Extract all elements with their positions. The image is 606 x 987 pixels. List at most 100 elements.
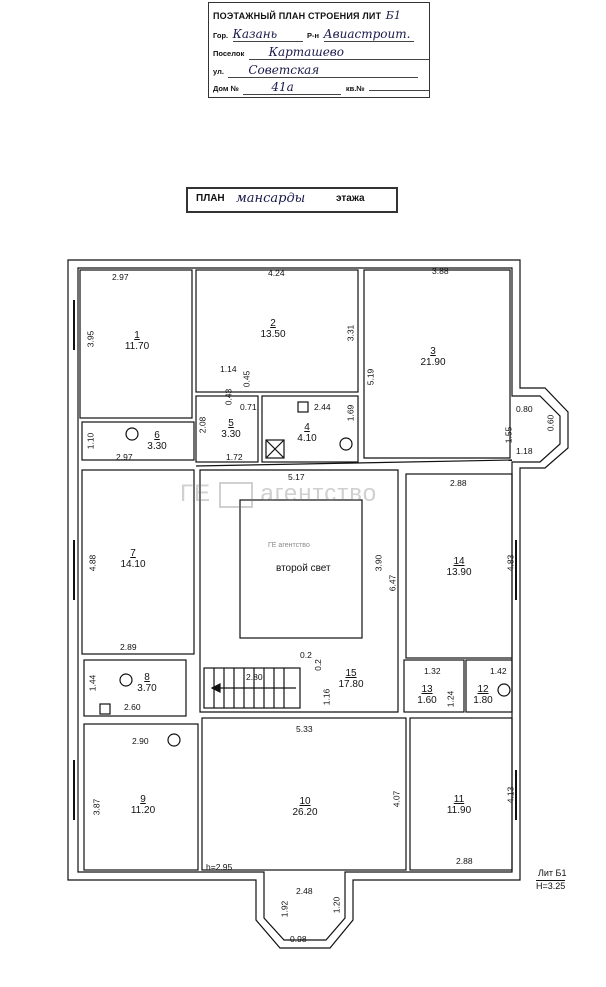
room-9-area: 11.20 <box>130 805 156 816</box>
stamp-street-value: Советская <box>228 63 419 78</box>
dim-label: 1.24 <box>445 690 456 708</box>
dim-label: 4.13 <box>505 786 516 804</box>
dim-label: 3.90 <box>373 554 384 572</box>
room-15-area: 17.80 <box>338 679 364 690</box>
stairs <box>203 667 301 709</box>
height-note: Н=3.25 <box>536 880 566 891</box>
room-3-number: 3 <box>430 346 436 357</box>
dim-label: 4.24 <box>268 268 285 278</box>
dim-label: 1.10 <box>85 432 96 450</box>
dim-label: 0.45 <box>241 370 252 388</box>
watermark-large: ГЕ агентство <box>180 480 377 508</box>
room-7-label: 7 14.10 <box>118 548 148 570</box>
stamp-house-value: 41а <box>243 80 342 95</box>
room-4-outline <box>261 395 359 463</box>
stamp-house-row: Дом № 41а кв.№ <box>213 78 430 95</box>
room-9-label: 9 11.20 <box>128 794 158 816</box>
room-6-outline <box>81 421 195 461</box>
room-8-label: 8 3.70 <box>132 672 162 694</box>
room-11-number: 11 <box>453 794 465 805</box>
watermark-large-prefix: ГЕ <box>180 480 212 507</box>
dim-label: 1.14 <box>220 364 237 374</box>
dim-label: 2.44 <box>314 402 331 412</box>
room-5-label: 5 3.30 <box>216 418 246 440</box>
room-4-area: 4.10 <box>297 433 317 444</box>
dim-label: 2.60 <box>124 702 141 712</box>
dim-label: 3.95 <box>85 330 96 348</box>
dim-label: 2.97 <box>112 272 129 282</box>
outer-wall-inner <box>77 267 561 941</box>
dim-label: h=2.95 <box>206 862 233 872</box>
hall-15-outline <box>199 469 399 713</box>
sink-icon <box>297 401 309 413</box>
room-3-label: 3 21.90 <box>418 346 448 368</box>
room-15-number: 15 <box>345 668 357 679</box>
room-6-area: 3.30 <box>147 441 167 452</box>
dim-label: 2.88 <box>456 856 473 866</box>
room-11-area: 11.90 <box>446 805 472 816</box>
room-8-number: 8 <box>144 672 150 683</box>
dim-label: 2.88 <box>450 478 467 488</box>
room-8-outline <box>83 659 187 717</box>
dim-label: 6.47 <box>387 574 398 592</box>
toilet-icon <box>497 683 511 697</box>
room-12-outline <box>465 659 513 713</box>
room-12-number: 12 <box>477 684 489 695</box>
room-13-outline <box>403 659 465 713</box>
stamp-house-label: Дом № <box>213 84 239 93</box>
room-6-number: 6 <box>154 430 160 441</box>
stamp-flat-line <box>369 90 430 91</box>
watermark-logo-icon <box>218 481 253 508</box>
room-13-area: 1.60 <box>417 695 437 706</box>
dim-label: 0.80 <box>516 404 533 414</box>
dim-label: 1.16 <box>321 688 332 706</box>
stamp-title-row: ПОЭТАЖНЫЙ ПЛАН СТРОЕНИЯ ЛИТ Б1 <box>213 6 425 23</box>
room-12-area: 1.80 <box>473 695 493 706</box>
stamp-settlement-row: Поселок Карташево <box>213 43 429 60</box>
floor-label-suffix: этажа <box>336 193 365 204</box>
windows <box>73 300 517 820</box>
room-14-number: 14 <box>453 556 465 567</box>
dim-label: 1.32 <box>424 666 441 676</box>
dim-label: 2.08 <box>197 416 208 434</box>
watermark-large-text: агентство <box>260 480 378 507</box>
room-11-label: 11 11.90 <box>444 794 474 816</box>
room-5-number: 5 <box>228 418 234 429</box>
room-2-label: 2 13.50 <box>258 318 288 340</box>
void-outline <box>239 499 363 639</box>
dim-label: 1.55 <box>503 426 514 444</box>
room-7-area: 14.10 <box>120 559 146 570</box>
room-1-label: 1 11.70 <box>122 330 152 352</box>
dim-label: 1.18 <box>516 446 533 456</box>
room-12-label: 12 1.80 <box>468 684 498 706</box>
stamp-city-value: Казань <box>232 27 303 42</box>
dim-label: 2.89 <box>120 642 137 652</box>
room-14-label: 14 13.90 <box>444 556 474 578</box>
stamp-city-row: Гор. Казань Р-н Авиастроит. <box>213 25 425 42</box>
room-5-outline <box>195 395 259 463</box>
watermark-small: ГЕ агентство <box>268 542 310 549</box>
room-8-area: 3.70 <box>137 683 157 694</box>
dim-label: 1.92 <box>279 900 290 918</box>
floor-label-stamp: ПЛАН мансарды этажа <box>186 187 398 213</box>
sink-icon <box>99 703 111 715</box>
toilet-icon <box>167 733 181 747</box>
toilet-icon <box>119 673 133 687</box>
room-7-outline <box>81 469 195 655</box>
dim-label: 3.31 <box>345 324 356 342</box>
watermark-small-text: агентство <box>278 542 310 549</box>
room-4-number: 4 <box>304 422 310 433</box>
room-3-outline <box>363 269 511 459</box>
room-1-area: 11.70 <box>124 341 150 352</box>
stamp-district-label: Р-н <box>307 31 320 40</box>
room-15-label: 15 17.80 <box>334 668 368 690</box>
lit-note: Лит Б1 <box>538 868 567 878</box>
dim-label: 1.69 <box>345 404 356 422</box>
stamp-lit-value: Б1 <box>385 9 401 22</box>
dim-label: 1.20 <box>331 896 342 914</box>
dim-label: 0.60 <box>545 414 556 432</box>
stamp-settlement-value: Карташево <box>248 45 429 60</box>
room-2-area: 13.50 <box>260 329 286 340</box>
floor-label-value: мансарды <box>236 191 306 206</box>
dim-label: 3.88 <box>432 266 449 276</box>
